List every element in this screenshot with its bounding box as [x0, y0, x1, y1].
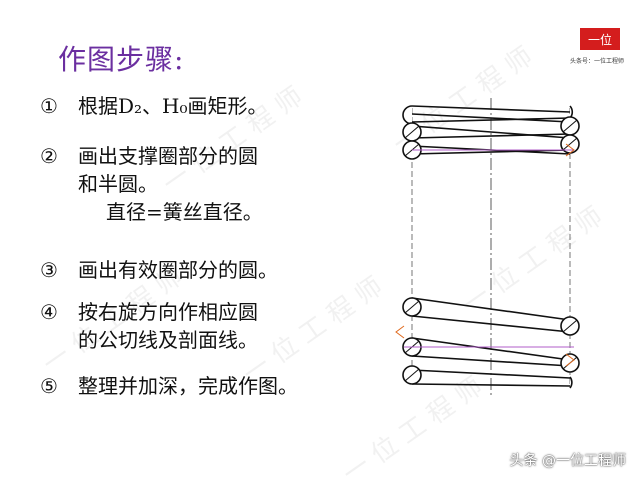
- footer-attribution: 头条 @一位工程师: [509, 453, 626, 469]
- brand-logo-subtitle: 头条号：一位工程师: [570, 58, 625, 65]
- step-2: ② 画出支撑圈部分的圆 和半圆。 直径=簧丝直径。: [40, 142, 263, 226]
- top-dimension-arrow: [565, 143, 575, 157]
- step-text: 按右旋方向作相应圆: [78, 300, 258, 324]
- step-number: ③: [40, 258, 58, 282]
- step-text: 整理并加深，完成作图。: [78, 374, 298, 398]
- step-number: ①: [40, 94, 58, 118]
- step-text: 和半圆。: [78, 172, 158, 196]
- spring-drawing: [395, 98, 580, 396]
- step-number: ②: [40, 144, 58, 168]
- step-1: ① 根据D₂、H₀画矩形。: [40, 92, 268, 120]
- step-text: 直径=簧丝直径。: [106, 200, 263, 224]
- bottom-section-hatching: [404, 300, 578, 382]
- step-text: 的公切线及剖面线。: [78, 328, 258, 352]
- slide: 一 位 工 程 师 一 位 工 程 师 一 位 工 程 师 一 位 工 程 师 …: [38, 28, 626, 490]
- top-coil-lines: [411, 105, 571, 155]
- brand-logo: 一位: [580, 28, 620, 50]
- step-number: ⑤: [40, 374, 58, 398]
- step-4: ④ 按右旋方向作相应圆 的公切线及剖面线。: [40, 298, 258, 354]
- step-3: ③ 画出有效圈部分的圆。: [40, 256, 278, 284]
- step-text: 根据D₂、H₀画矩形。: [78, 94, 268, 118]
- bottom-right-dimension-arrow: [565, 353, 575, 367]
- bottom-coil-lines: [411, 297, 571, 387]
- step-number: ④: [40, 300, 58, 324]
- step-text: 画出支撑圈部分的圆: [78, 144, 258, 168]
- bottom-left-dimension-arrow: [395, 325, 405, 339]
- step-5: ⑤ 整理并加深，完成作图。: [40, 372, 298, 400]
- step-text: 画出有效圈部分的圆。: [78, 258, 278, 282]
- brand-logo-text: 一位: [587, 32, 612, 47]
- slide-title: 作图步骤:: [58, 43, 185, 76]
